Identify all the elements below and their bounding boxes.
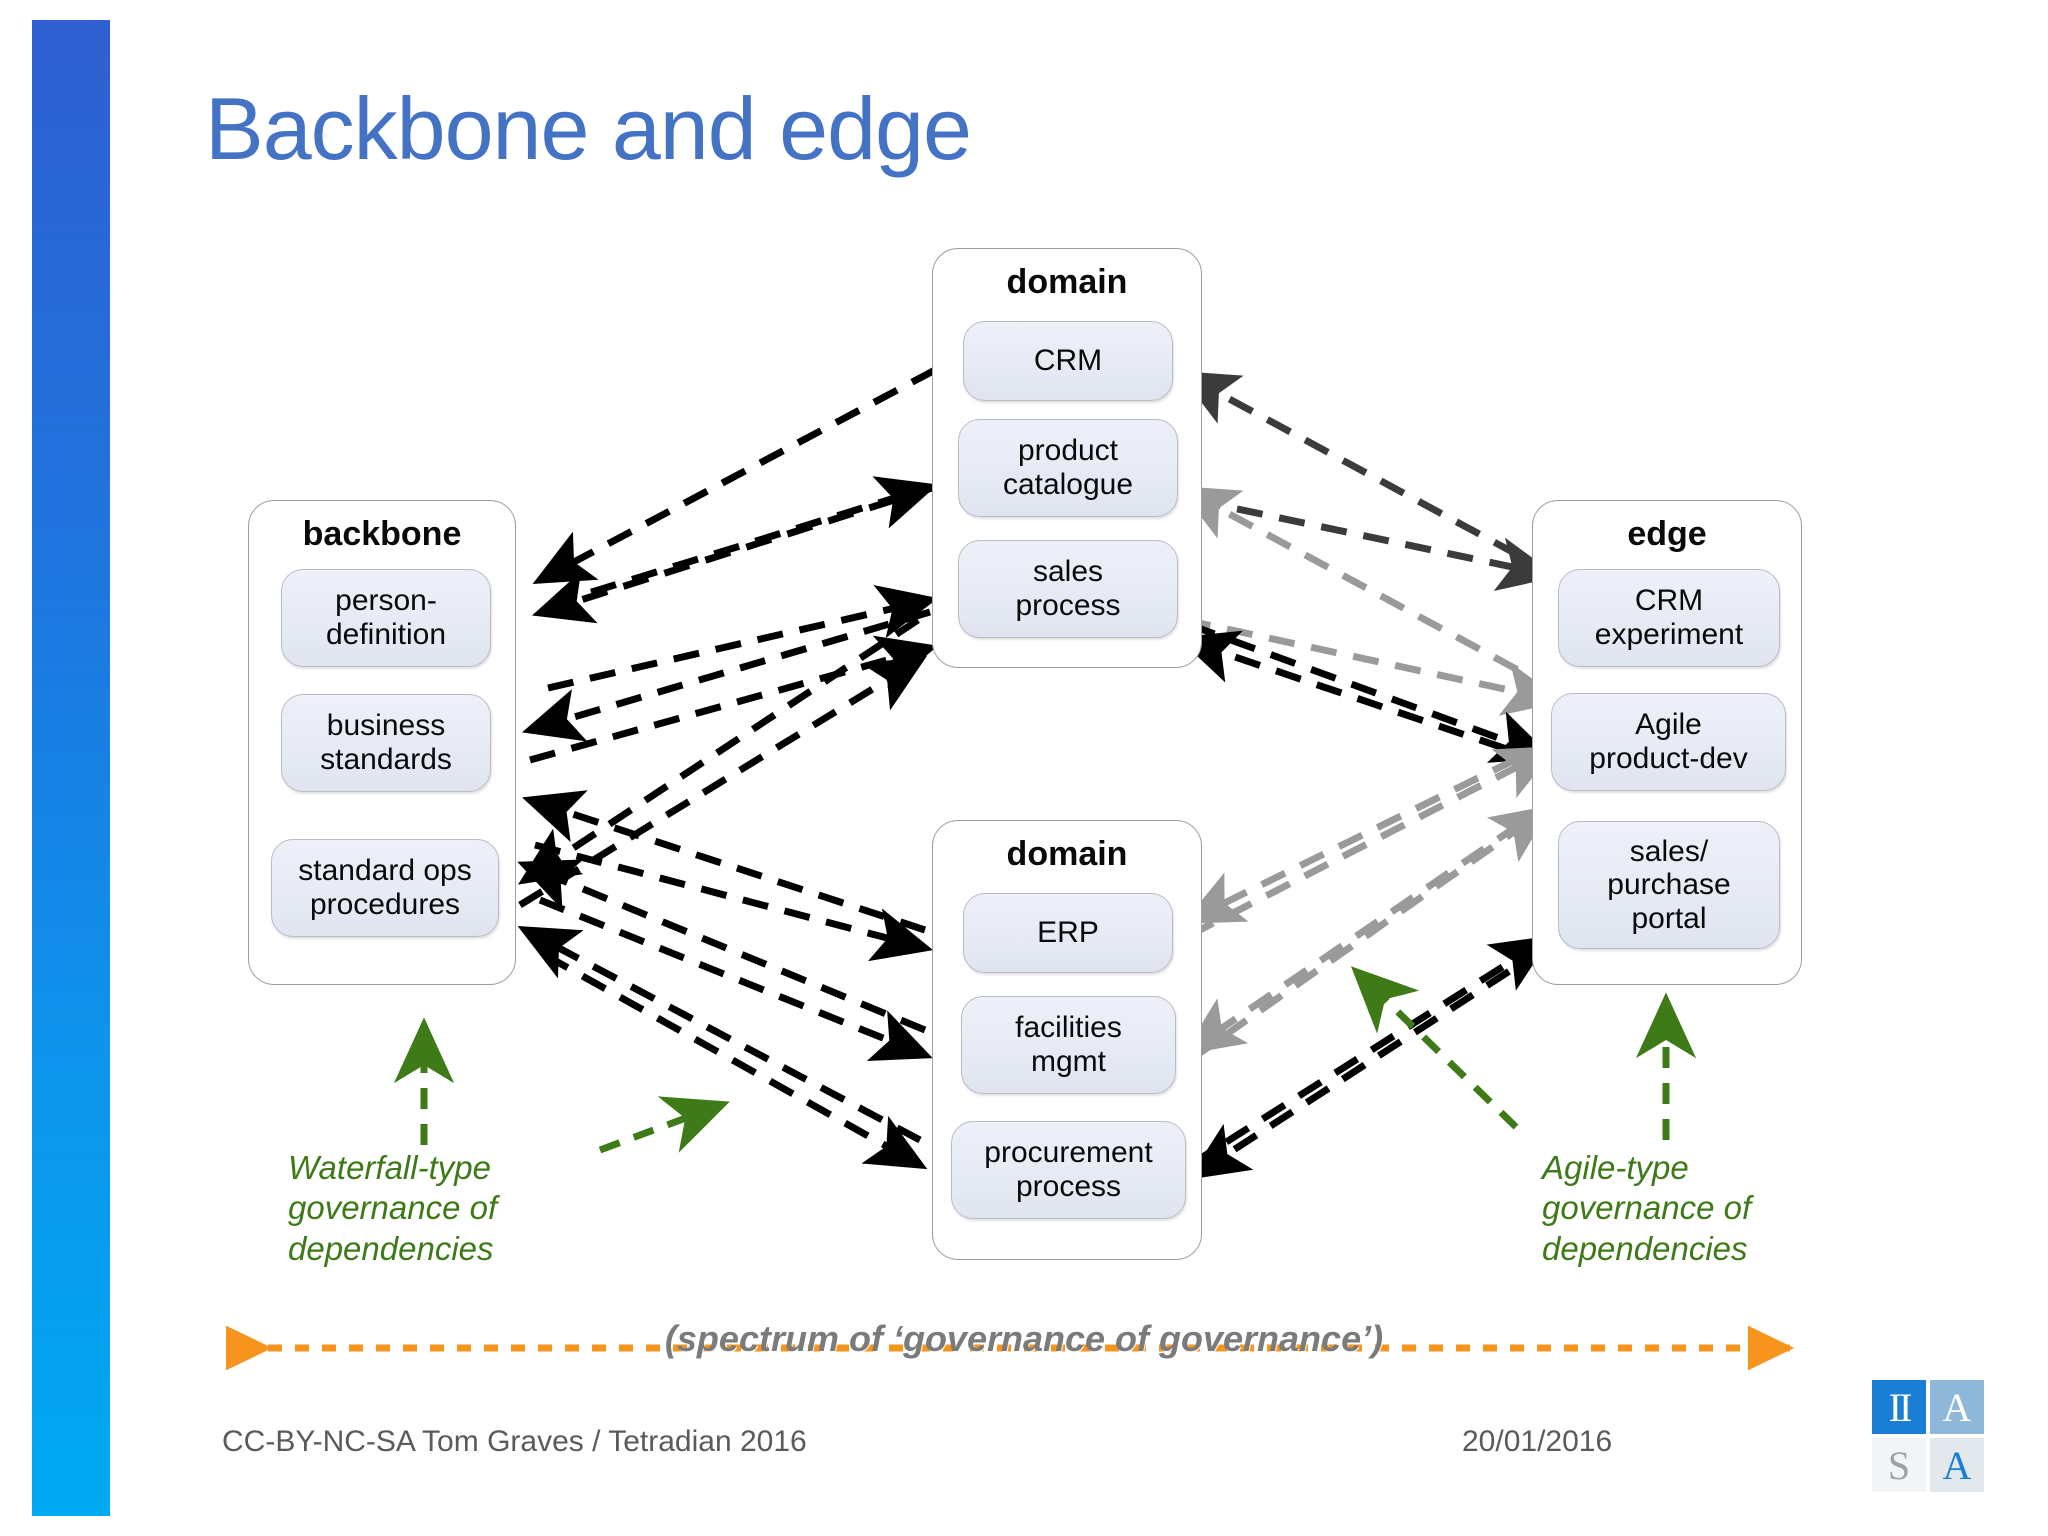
- node-standard-ops-procedures-label: standard ops procedures: [298, 854, 472, 921]
- logo-cell-a-top: A: [1930, 1380, 1984, 1434]
- node-sales-purchase-portal-label: sales/ purchase portal: [1607, 834, 1731, 935]
- footer-date: 20/01/2016: [1462, 1425, 1613, 1458]
- node-person-definition[interactable]: person- definition: [281, 569, 491, 667]
- node-agile-product-dev[interactable]: Agile product-dev: [1551, 693, 1786, 791]
- node-sales-process-label: sales process: [1015, 555, 1121, 622]
- group-backbone-title: backbone: [302, 515, 462, 553]
- node-business-standards[interactable]: business standards: [281, 694, 491, 792]
- group-domain-bottom-title: domain: [1006, 835, 1128, 873]
- iasa-logo: II A S A: [1872, 1380, 1984, 1492]
- logo-cell-s: S: [1872, 1438, 1926, 1492]
- node-business-standards-label: business standards: [320, 709, 452, 776]
- node-procurement-process-label: procurement process: [984, 1136, 1153, 1203]
- node-sales-purchase-portal[interactable]: sales/ purchase portal: [1558, 821, 1780, 949]
- node-erp-label: ERP: [1037, 916, 1099, 950]
- annotation-waterfall-governance: Waterfall-type governance of dependencie…: [288, 1149, 498, 1267]
- page-title: Backbone and edge: [205, 79, 972, 178]
- logo-cell-a-bottom: A: [1930, 1438, 1984, 1492]
- slide-accent-bar: [32, 20, 110, 1516]
- group-backbone: backbone person- definition business sta…: [248, 500, 516, 985]
- group-edge-title: edge: [1627, 515, 1707, 553]
- node-agile-product-dev-label: Agile product-dev: [1589, 708, 1748, 775]
- node-procurement-process[interactable]: procurement process: [951, 1121, 1186, 1219]
- node-crm-experiment-label: CRM experiment: [1594, 584, 1744, 651]
- node-crm-experiment[interactable]: CRM experiment: [1558, 569, 1780, 667]
- group-domain-top: domain CRM product catalogue sales proce…: [932, 248, 1202, 668]
- footer-credit: CC-BY-NC-SA Tom Graves / Tetradian 2016: [222, 1425, 807, 1458]
- node-crm[interactable]: CRM: [963, 321, 1173, 401]
- node-facilities-mgmt-label: facilities mgmt: [1015, 1011, 1122, 1078]
- node-person-definition-label: person- definition: [325, 584, 447, 651]
- node-crm-label: CRM: [1033, 344, 1103, 378]
- annotation-agile-governance: Agile-type governance of dependencies: [1542, 1149, 1752, 1267]
- spectrum-label: (spectrum of ‘governance of governance’): [664, 1318, 1384, 1359]
- node-product-catalogue-label: product catalogue: [1002, 434, 1134, 501]
- group-edge: edge CRM experiment Agile product-dev sa…: [1532, 500, 1802, 985]
- node-erp[interactable]: ERP: [963, 893, 1173, 973]
- node-sales-process[interactable]: sales process: [958, 540, 1178, 638]
- logo-cell-ii: II: [1872, 1380, 1926, 1434]
- group-domain-bottom: domain ERP facilities mgmt procurement p…: [932, 820, 1202, 1260]
- group-domain-top-title: domain: [1006, 263, 1128, 301]
- node-facilities-mgmt[interactable]: facilities mgmt: [961, 996, 1176, 1094]
- node-product-catalogue[interactable]: product catalogue: [958, 419, 1178, 517]
- node-standard-ops-procedures[interactable]: standard ops procedures: [271, 839, 499, 937]
